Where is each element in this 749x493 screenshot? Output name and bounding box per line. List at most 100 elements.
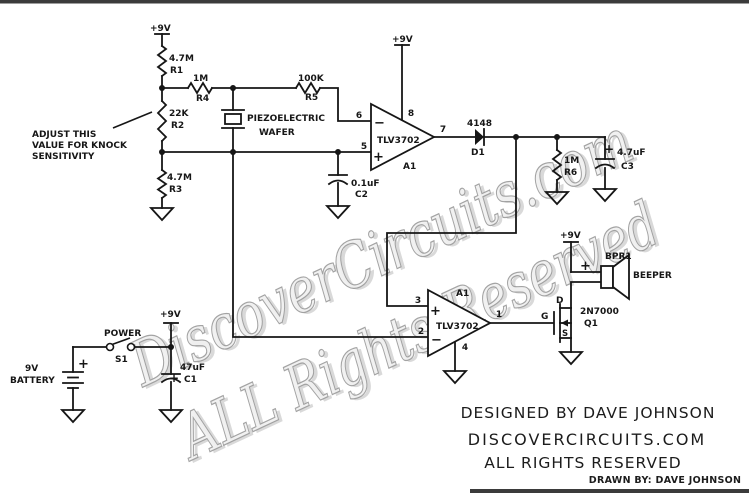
diode-value: 4148 xyxy=(467,119,492,129)
ground-icon xyxy=(148,207,176,222)
ground-icon xyxy=(157,409,185,424)
pin-number: 1 xyxy=(496,310,502,320)
mosfet-arrow-icon xyxy=(561,319,568,327)
mosfet-ref: Q1 xyxy=(584,319,598,329)
ground-icon xyxy=(557,351,585,366)
battery-value: 9V xyxy=(25,364,38,374)
comparator-part: TLV3702 xyxy=(436,322,479,332)
bottom-border-bar xyxy=(470,489,749,493)
comparator-2: + − TLV3702 A1 3 2 1 4 xyxy=(415,288,502,358)
pin-number: 3 xyxy=(415,296,421,306)
switch-ref: S1 xyxy=(115,355,128,365)
wire-segment xyxy=(570,281,602,309)
ground-symbols xyxy=(59,188,619,424)
annotation-note: ADJUST THIS VALUE FOR KNOCK SENSITIVITY xyxy=(32,130,128,162)
capacitor-c1: 47uF + C1 xyxy=(160,363,205,385)
capacitor-ref: C1 xyxy=(184,375,197,385)
piezo-label: PIEZOELECTRIC xyxy=(247,114,325,124)
resistor-r5: 100K R5 xyxy=(294,74,325,103)
comparator-1: − + TLV3702 A1 6 5 8 7 xyxy=(356,102,446,172)
diode-triangle xyxy=(475,129,484,145)
ground-icon xyxy=(591,188,619,203)
capacitor-value: 0.1uF xyxy=(351,179,380,189)
polarity-plus-icon: + xyxy=(78,357,89,372)
resistor-ref: R2 xyxy=(171,121,184,131)
pin-number: 8 xyxy=(408,109,414,119)
wire-segment xyxy=(232,151,429,338)
resistor-zigzag xyxy=(156,99,168,143)
ground-icon xyxy=(324,205,352,220)
junction-dots xyxy=(159,85,560,350)
piezo-body xyxy=(224,113,242,125)
credit-drawn-by: DRAWN BY: DAVE JOHNSON xyxy=(589,475,741,486)
resistor-zigzag xyxy=(294,81,322,95)
inverting-input-icon: − xyxy=(431,333,442,348)
supply-label: +9V xyxy=(560,231,581,241)
annotation-line: VALUE FOR KNOCK xyxy=(32,141,128,151)
resistor-zigzag xyxy=(551,148,563,182)
resistor-value: 4.7M xyxy=(169,54,194,64)
comparator-part: TLV3702 xyxy=(377,136,420,146)
ground-icon xyxy=(543,191,571,206)
supply-label: +9V xyxy=(150,24,171,34)
resistor-r2: 22K R2 xyxy=(156,99,190,143)
resistor-ref: R4 xyxy=(196,94,209,104)
junction-dot xyxy=(230,85,236,91)
noninverting-input-icon: + xyxy=(430,304,441,319)
resistor-r4: 1M R4 xyxy=(186,74,214,104)
supply-label: +9V xyxy=(160,310,181,320)
beeper-ref: BPR1 xyxy=(605,252,632,262)
capacitor-ref: C2 xyxy=(355,190,368,200)
credit-site: DISCOVERCIRCUITS.COM xyxy=(468,430,706,449)
capacitor-ref: C3 xyxy=(621,162,634,172)
comparator-ref: A1 xyxy=(403,162,416,172)
junction-dot xyxy=(554,134,560,140)
beeper-label: BEEPER xyxy=(633,271,672,281)
junction-dot xyxy=(230,149,236,155)
speaker-cone xyxy=(612,253,630,301)
switch-contact xyxy=(105,342,115,352)
credit-designed-by: DESIGNED BY DAVE JOHNSON xyxy=(461,404,716,422)
capacitor-value: 4.7uF xyxy=(617,148,646,158)
resistor-r6: 1M R6 xyxy=(551,148,579,182)
capacitor-value: 47uF xyxy=(180,363,205,373)
piezo-wafer: PIEZOELECTRIC WAFER xyxy=(221,109,325,138)
junction-dot xyxy=(168,344,174,350)
comparator-ref: A1 xyxy=(456,289,469,299)
resistor-ref: R1 xyxy=(170,66,183,76)
piezo-label: WAFER xyxy=(259,128,295,138)
ground-icon xyxy=(441,370,469,385)
junction-dot xyxy=(513,134,519,140)
switch-label: POWER xyxy=(104,329,141,339)
resistor-zigzag xyxy=(186,81,214,95)
mosfet-q1: D G S 2N7000 Q1 xyxy=(541,296,619,343)
pin-number: 6 xyxy=(356,111,362,121)
polarity-plus-icon: + xyxy=(580,259,591,274)
capacitor-plate-curved xyxy=(160,377,182,384)
beeper-bpr1: + BPR1 BEEPER xyxy=(580,252,672,301)
annotation-pointer-line xyxy=(112,111,153,129)
opamp-triangle xyxy=(427,288,492,358)
resistor-r1: 4.7M R1 xyxy=(156,44,194,78)
wire-segment xyxy=(386,136,517,307)
opamp-triangle xyxy=(370,102,436,172)
top-border-bar xyxy=(0,0,749,4)
speaker-body xyxy=(600,265,614,289)
noninverting-input-icon: + xyxy=(373,150,384,165)
resistor-ref: R5 xyxy=(305,93,318,103)
switch-lever xyxy=(111,337,131,346)
mosfet-source-label: S xyxy=(562,329,568,339)
inverting-input-icon: − xyxy=(374,116,385,131)
mosfet-part: 2N7000 xyxy=(580,307,619,317)
capacitor-c2: 0.1uF C2 xyxy=(327,174,380,200)
diode-ref: D1 xyxy=(471,148,485,158)
annotation-line: SENSITIVITY xyxy=(32,152,95,162)
resistor-value: 4.7M xyxy=(167,173,192,183)
resistor-value: 22K xyxy=(169,109,190,119)
pin-number: 4 xyxy=(462,343,468,353)
pin-number: 5 xyxy=(361,142,367,152)
switch-s1: POWER S1 xyxy=(104,329,141,365)
resistor-zigzag xyxy=(156,44,168,78)
resistor-value: 100K xyxy=(298,74,325,84)
